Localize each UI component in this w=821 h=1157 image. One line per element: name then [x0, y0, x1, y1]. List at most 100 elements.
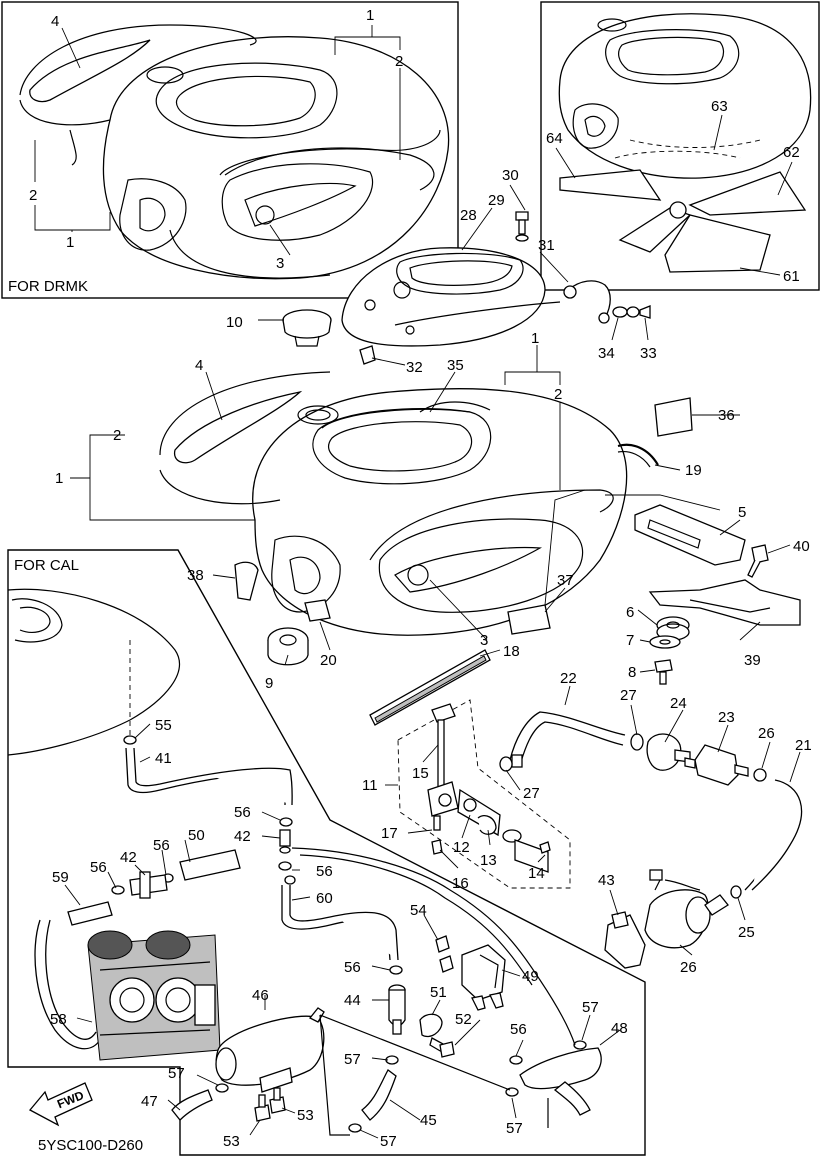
callout-8: 8 [628, 664, 636, 681]
callout-1: 1 [366, 7, 374, 24]
cal-leaders [64, 723, 621, 1139]
callout-19: 19 [685, 462, 702, 479]
fuel-hose-22 [509, 711, 626, 768]
damper-9 [267, 627, 309, 666]
callout-38: 38 [187, 567, 204, 584]
bracket-39 [648, 579, 801, 626]
fwd-arrow [28, 1082, 93, 1127]
callout-26: 26 [758, 725, 775, 742]
callout-27: 27 [523, 785, 540, 802]
clamp-26a [753, 768, 767, 782]
washers-34-33 [612, 305, 651, 319]
callout-57: 57 [168, 1065, 185, 1082]
callout-7: 7 [626, 632, 634, 649]
fuel-filter-23 [684, 744, 749, 786]
bolt-40 [747, 544, 769, 578]
cal-valve-44 [388, 984, 406, 1035]
callout-6: 6 [626, 604, 634, 621]
cal-hose-59 [67, 901, 113, 926]
callout-1: 1 [531, 330, 539, 347]
callout-58: 58 [50, 1011, 67, 1028]
damper-19 [617, 443, 659, 468]
callout-46: 46 [252, 987, 269, 1004]
drmk-tank [102, 36, 450, 280]
drmk-stripe-2 [169, 129, 441, 279]
callout-27: 27 [620, 687, 637, 704]
callout-57: 57 [344, 1051, 361, 1068]
cal-canister-46 [215, 1007, 325, 1093]
cal-hose-48 [519, 1047, 602, 1116]
callout-5: 5 [738, 504, 746, 521]
callout-28: 28 [460, 207, 477, 224]
inset-frame-cal [7, 549, 646, 1156]
callout-17: 17 [381, 825, 398, 842]
callout-53: 53 [223, 1133, 240, 1150]
callout-57: 57 [582, 999, 599, 1016]
callout-45: 45 [420, 1112, 437, 1129]
inset-frame-right [540, 1, 820, 291]
callout-40: 40 [793, 538, 810, 555]
callout-11: 11 [362, 777, 378, 794]
cal-hose-47 [171, 1089, 213, 1121]
callout-21: 21 [795, 737, 812, 754]
callout-35: 35 [447, 357, 464, 374]
callout-57: 57 [506, 1120, 523, 1137]
bolt-29-30 [515, 211, 529, 242]
callout-57: 57 [380, 1133, 397, 1150]
bolt-8 [654, 659, 673, 685]
callout-39: 39 [744, 652, 761, 669]
callout-33: 33 [640, 345, 657, 362]
fuel-section-leaders [385, 685, 801, 956]
callout-4: 4 [195, 357, 203, 374]
cal-hose-45 [361, 1069, 397, 1121]
fuel-hose-21 [744, 779, 803, 891]
cal-carburetor [87, 930, 221, 1061]
callout-24: 24 [670, 695, 687, 712]
fuel-cap-10 [282, 309, 332, 347]
callout-32: 32 [406, 359, 423, 376]
callout-20: 20 [320, 652, 337, 669]
tank-cover-28 [341, 247, 561, 347]
callout-41: 41 [155, 750, 172, 767]
callout-64: 64 [546, 130, 563, 147]
callout-2: 2 [29, 187, 37, 204]
gasket-35 [321, 408, 471, 429]
callout-25: 43 [598, 872, 615, 889]
bracket-25 [604, 911, 646, 969]
damper-18 [369, 649, 491, 726]
callout-10: 10 [226, 314, 243, 331]
fuel-pump-60 [644, 869, 729, 949]
cal-bolts-53 [254, 1087, 286, 1122]
callout-3: 3 [276, 255, 284, 272]
cal-hose-50 [179, 849, 241, 881]
drmk-emblem-4 [19, 24, 257, 166]
cal-hose-58 [34, 919, 101, 1050]
callout-54: 54 [410, 902, 427, 919]
side-emblem-4 [159, 371, 331, 505]
callout-56: 56 [344, 959, 361, 976]
callout-42: 42 [120, 849, 137, 866]
callout-61: 61 [783, 268, 800, 285]
callout-30: 30 [502, 167, 519, 184]
callout-59: 59 [52, 869, 69, 886]
callout-2: 2 [113, 427, 121, 444]
callout-2: 2 [395, 53, 403, 70]
cover-5 [634, 504, 746, 566]
inset-right-leaders [555, 114, 793, 276]
pad-37 [507, 604, 551, 635]
callout-53: 53 [297, 1107, 314, 1124]
callout-56: 56 [90, 859, 107, 876]
callout-18: 18 [503, 643, 520, 660]
label-36 [654, 397, 693, 437]
bracket-31 [563, 280, 611, 324]
callout-1: 1 [66, 234, 74, 251]
callout-3: 3 [480, 632, 488, 649]
callout-1: 1 [55, 470, 63, 487]
callout-56: 56 [316, 863, 333, 880]
callout-29: 29 [488, 192, 505, 209]
callout-49: 49 [522, 968, 539, 985]
callout-44: 44 [344, 992, 361, 1009]
callout-52: 52 [455, 1011, 472, 1028]
callout-60: 26 [680, 959, 697, 976]
